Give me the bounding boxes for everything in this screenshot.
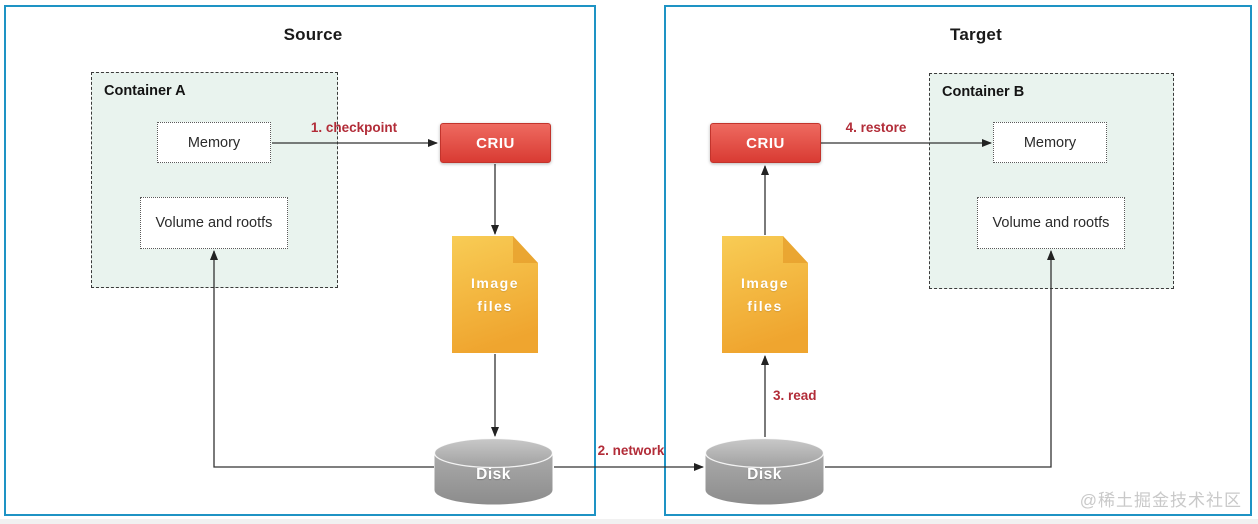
step-label-checkpoint: 1. checkpoint (310, 120, 398, 135)
criu-node-source: CRIU (440, 123, 551, 163)
image-files-document-target: Image files (722, 236, 808, 353)
page-edge-strip (0, 519, 1258, 524)
container-a-label: Container A (104, 83, 186, 99)
document-icon (722, 236, 808, 353)
step-label-restore: 4. restore (845, 120, 907, 135)
memory-box-target: Memory (993, 122, 1107, 163)
watermark: @稀土掘金技术社区 (1079, 491, 1242, 510)
source-title: Source (283, 25, 343, 44)
step-label-network: 2. network (597, 443, 665, 458)
document-icon (452, 236, 538, 353)
container-a-box: Container A (91, 72, 338, 288)
step-label-read: 3. read (773, 388, 817, 403)
container-b-label: Container B (942, 84, 1025, 100)
volume-rootfs-box-source: Volume and rootfs (140, 197, 288, 249)
disk-cylinder-target: Disk (704, 437, 825, 505)
target-title: Target (950, 25, 1002, 44)
volume-rootfs-box-target: Volume and rootfs (977, 197, 1125, 249)
disk-icon (433, 437, 554, 505)
disk-icon (704, 437, 825, 505)
disk-label: Disk (476, 466, 511, 483)
container-b-box: Container B (929, 73, 1174, 289)
disk-label: Disk (747, 466, 782, 483)
image-files-document-source: Image files (452, 236, 538, 353)
image-files-label: Image files (741, 275, 789, 314)
image-files-label: Image files (471, 275, 519, 314)
memory-box-source: Memory (157, 122, 271, 163)
disk-cylinder-source: Disk (433, 437, 554, 505)
criu-node-target: CRIU (710, 123, 821, 163)
